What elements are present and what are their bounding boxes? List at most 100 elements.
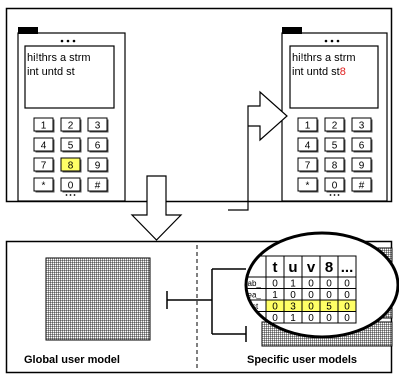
phone-left-key: 8 (60, 157, 82, 173)
phone-left-key-label: 9 (95, 161, 101, 172)
phone-right-key-label: 8 (332, 161, 338, 172)
table-row-label: ea_ (248, 291, 262, 300)
phone-right-screen-text: int untd st (292, 66, 340, 78)
phone-left-screen-line-1: hi!thrs a strm (27, 52, 91, 64)
phone-left-key: 6 (87, 137, 109, 153)
table-cell-value: 0 (344, 290, 350, 301)
specific-models-caption: Specific user models (247, 354, 358, 366)
phone-right-key: 4 (297, 137, 319, 153)
table-cell (337, 311, 357, 324)
table-cell-value: 0 (272, 302, 278, 313)
table-cell-value: 0 (308, 290, 314, 301)
phone-left-key: 7 (33, 157, 55, 173)
model-connector (166, 268, 247, 342)
down-arrow (130, 175, 183, 241)
phone-right-key: 8 (324, 157, 346, 173)
table-column-header: t (273, 259, 278, 276)
phone-right-key-label: 4 (305, 141, 311, 152)
phone-left-key-label: 3 (95, 121, 101, 132)
table-cell-value: 5 (326, 302, 332, 313)
table-cell-value: 0 (272, 313, 278, 324)
up-right-arrow (228, 90, 288, 211)
table-column-header: u (288, 259, 297, 276)
phone-left-key-label: 0 (68, 181, 74, 192)
phone-right-key-label: 5 (332, 141, 338, 152)
global-model-caption: Global user model (24, 354, 120, 366)
phone-left-key-label: * (42, 181, 46, 192)
table-cell-value: 0 (344, 302, 350, 313)
table-cell-value: 1 (290, 279, 296, 290)
table-cell-value: 0 (308, 279, 314, 290)
table-cell-value: 1 (290, 313, 296, 324)
phone-right-screen-line-2: int untd st8 (292, 66, 346, 78)
phone-left-antenna (18, 27, 38, 34)
phone-right-key-label: 9 (359, 161, 365, 172)
phone-left-key: * (33, 177, 55, 193)
table-cell-value: 0 (272, 279, 278, 290)
phone-right-key: 9 (351, 157, 373, 173)
phone-left-key-label: 5 (68, 141, 74, 152)
table-row: ab_ 0 1 0 0 0 (246, 276, 357, 290)
phone-left-key-label: 4 (41, 141, 47, 152)
phone-right-key-label: # (359, 181, 365, 192)
table-row-label: ab_ (248, 279, 262, 288)
phone-right-key: 0 (324, 177, 346, 193)
phone-left-key-label: 6 (95, 141, 101, 152)
phone-right-screen (289, 45, 379, 109)
table-cell-value: 0 (290, 290, 296, 301)
table-row-label: ... (248, 314, 255, 323)
global-model-grid (45, 257, 151, 341)
table-column-header: ... (341, 259, 354, 276)
phone-right-antenna (282, 27, 302, 34)
table-cell-value: 0 (308, 313, 314, 324)
table-cell-value: 0 (326, 313, 332, 324)
phone-right-key: 2 (324, 117, 346, 133)
phone-left-key-label: 2 (68, 121, 74, 132)
phone-right-key: 1 (297, 117, 319, 133)
table-cell-value: 0 (344, 279, 350, 290)
phone-left-key: 9 (87, 157, 109, 173)
phone-left-key-label: # (95, 181, 101, 192)
phone-right-key: 6 (351, 137, 373, 153)
phone-right-key: * (297, 177, 319, 193)
phone-right-key: 3 (351, 117, 373, 133)
phone-right-appended-char: 8 (340, 66, 346, 78)
table-cell-value: 1 (272, 290, 278, 301)
phone-left-screen-line-2: int untd st (27, 66, 75, 78)
phone-right-key-label: 2 (332, 121, 338, 132)
phone-left-keypad: 1 2 3 4 5 6 7 8 9 * 0 # (33, 117, 109, 196)
table-column-header: 8 (325, 259, 333, 276)
phone-right-key: # (351, 177, 373, 193)
lens-outline (244, 231, 399, 339)
phone-left-key: # (87, 177, 109, 193)
phone-right-key-label: 0 (332, 181, 338, 192)
phone-left: hi!thrs a strm int untd st 1 2 3 4 5 6 7 8 9 * 0 # (17, 27, 126, 202)
phone-left-key-label: 1 (41, 121, 47, 132)
table-cell-value: 0 (326, 290, 332, 301)
top-panel-frame (5, 7, 393, 203)
phone-right-speaker-dots (324, 39, 340, 43)
phone-left-key: 2 (60, 117, 82, 133)
phone-left-speaker-dots (60, 39, 76, 43)
phone-left-screen (24, 45, 115, 109)
phone-right-screen-line-1: hi!thrs a strm (292, 52, 356, 64)
table-cell-value: 0 (344, 313, 350, 324)
table-cell-value: 0 (326, 279, 332, 290)
table-cell-value: 3 (290, 302, 296, 313)
phone-right-key-label: 7 (305, 161, 311, 172)
phone-right-key-label: 6 (359, 141, 365, 152)
phone-left-key-label: 8 (68, 161, 74, 172)
phone-left-key: 4 (33, 137, 55, 153)
phone-right-key-label: * (306, 181, 310, 192)
phone-left-key: 3 (87, 117, 109, 133)
table-row: ea_ 1 0 0 0 0 (246, 288, 357, 301)
table-cell-value: 0 (308, 302, 314, 313)
phone-right-key: 7 (297, 157, 319, 173)
phone-left-key: 5 (60, 137, 82, 153)
phone-right-key-label: 1 (305, 121, 311, 132)
